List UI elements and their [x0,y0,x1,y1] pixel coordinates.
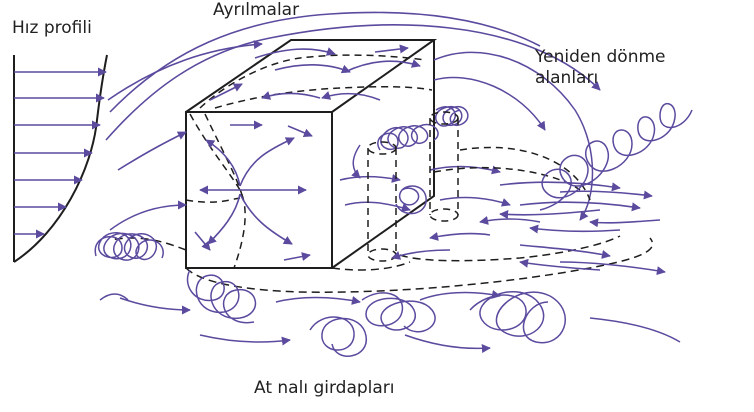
far-wake-helix [540,104,692,210]
wake-helix-right [436,107,468,126]
horseshoe-vortex-left [95,205,186,300]
horseshoe-vortices-label: At nalı girdapları [254,378,395,399]
separations-label: Ayrılmalar [213,0,299,21]
incoming-flow-lines [106,12,600,170]
velocity-profile [14,55,107,262]
recirculation-zones-label: Yeniden dönme alanları [535,47,666,90]
wake-spiral-center [396,186,426,214]
horseshoe-vortex-bottom [120,270,680,356]
recirculation-label-line2: alanları [535,68,666,89]
cube-top-face [186,40,434,112]
velocity-profile-label: Hız profili [12,18,92,39]
profile-arrows [14,72,106,234]
wake-helix-top [378,125,438,150]
top-separation-bubble [200,55,432,108]
recirculation-cylinders-dashed [368,112,590,261]
profile-curve [14,55,107,262]
recirculation-label-line1: Yeniden dönme [535,47,666,68]
